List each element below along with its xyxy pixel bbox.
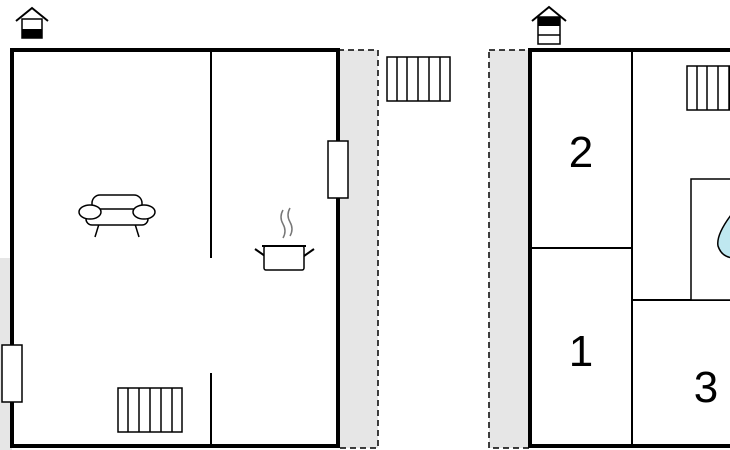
- room-number-3: 3: [694, 363, 718, 412]
- stairs-icon: [117, 387, 183, 433]
- stairs-icon: [386, 56, 451, 102]
- sofa-icon: [78, 194, 156, 238]
- floor-ground: [0, 6, 451, 450]
- room-number-1: 1: [569, 327, 593, 376]
- stairs-icon: [686, 65, 730, 111]
- terrace-right: [337, 49, 379, 449]
- house-upper-floor-icon: [531, 5, 567, 45]
- window-right: [327, 140, 349, 199]
- terrace-left: [488, 49, 531, 449]
- bathtub-icon: [717, 215, 730, 259]
- window-left: [1, 344, 23, 403]
- house-ground-floor-icon: [15, 6, 49, 39]
- cooking-pot-icon: [254, 207, 315, 271]
- floor-upper: 2 1 3: [488, 5, 730, 449]
- room-number-2: 2: [569, 128, 593, 177]
